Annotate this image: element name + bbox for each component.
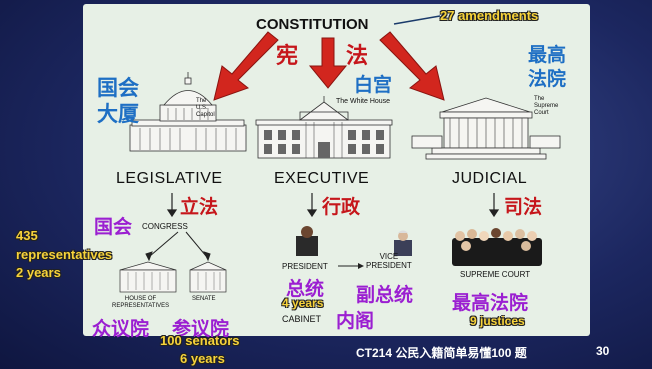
congress-cn-label: 国会 bbox=[94, 216, 133, 238]
white-house-label: The White House bbox=[336, 98, 391, 105]
constitution-title: CONSTITUTION bbox=[256, 16, 369, 33]
supreme-court-icon bbox=[411, 97, 561, 160]
amendment-connector bbox=[393, 15, 441, 25]
senators-count: 100 senators bbox=[160, 333, 240, 348]
congress-split-arrows-icon bbox=[145, 231, 211, 262]
justices-group-icon bbox=[452, 228, 542, 266]
constitution-cn-1: 宪 bbox=[276, 44, 299, 69]
court-cn-label-1: 最高 bbox=[528, 44, 567, 66]
justices-count: 9 justices bbox=[470, 314, 525, 328]
amendments-label: 27 amendments bbox=[440, 8, 539, 23]
reps-term: 2 years bbox=[16, 265, 61, 280]
vice-president-portrait-icon bbox=[394, 230, 412, 256]
arrow-to-legislative-icon bbox=[213, 31, 279, 101]
white-house-icon bbox=[255, 96, 393, 159]
down-arrow-executive-icon bbox=[306, 193, 318, 218]
legislative-cn-label: 立法 bbox=[180, 196, 219, 218]
judicial-cn-label: 司法 bbox=[504, 196, 543, 218]
senate-label: SENATE bbox=[192, 296, 216, 302]
vice-president-cn-label: 副总统 bbox=[356, 284, 414, 306]
down-arrow-judicial-icon bbox=[488, 193, 500, 218]
judicial-label: JUDICIAL bbox=[452, 170, 528, 187]
cabinet-label: CABINET bbox=[282, 314, 322, 324]
constitution-cn-2: 法 bbox=[346, 44, 369, 69]
senators-term: 6 years bbox=[180, 351, 225, 366]
executive-cn-label: 行政 bbox=[322, 196, 361, 218]
capitol-cn-label-2: 大厦 bbox=[97, 102, 139, 126]
senate-building-icon bbox=[189, 261, 227, 293]
white-house-cn-label: 白宫 bbox=[354, 74, 393, 96]
arrow-to-executive-icon bbox=[308, 37, 348, 89]
executive-label: EXECUTIVE bbox=[274, 170, 370, 187]
court-label: The Supreme Court bbox=[534, 96, 559, 116]
capitol-icon bbox=[129, 72, 247, 152]
arrow-to-judicial-icon bbox=[379, 31, 445, 101]
president-label: PRESIDENT bbox=[282, 262, 328, 271]
footer-course-label: CT214 公民入籍简单易懂100 题 bbox=[356, 346, 527, 360]
capitol-label: The U.S. Capitol bbox=[196, 98, 215, 118]
cabinet-cn-label: 内阁 bbox=[336, 310, 375, 332]
down-arrow-legislative-icon bbox=[166, 193, 178, 218]
page-number: 30 bbox=[596, 344, 610, 358]
president-portrait-icon bbox=[296, 226, 318, 256]
congress-label: CONGRESS bbox=[142, 222, 188, 231]
senate-cn-label: 参议院 bbox=[172, 318, 230, 340]
house-cn-label: 众议院 bbox=[92, 318, 150, 340]
supreme-court-cn-label: 最高法院 bbox=[452, 292, 529, 314]
court-cn-label-2: 法院 bbox=[528, 68, 567, 90]
capitol-cn-label-1: 国会 bbox=[97, 76, 139, 100]
house-building-icon bbox=[119, 261, 177, 293]
reps-count: 435 bbox=[16, 228, 38, 243]
house-label: HOUSE OF REPRESENTATIVES bbox=[112, 296, 170, 309]
president-cn-label: 总统 bbox=[286, 278, 325, 300]
vice-president-label: VICE PRESIDENT bbox=[366, 252, 412, 270]
president-term: 4 years bbox=[282, 296, 324, 310]
reps-label: representatives bbox=[16, 247, 113, 262]
supreme-court-label: SUPREME COURT bbox=[460, 270, 531, 279]
legislative-label: LEGISLATIVE bbox=[116, 170, 223, 187]
